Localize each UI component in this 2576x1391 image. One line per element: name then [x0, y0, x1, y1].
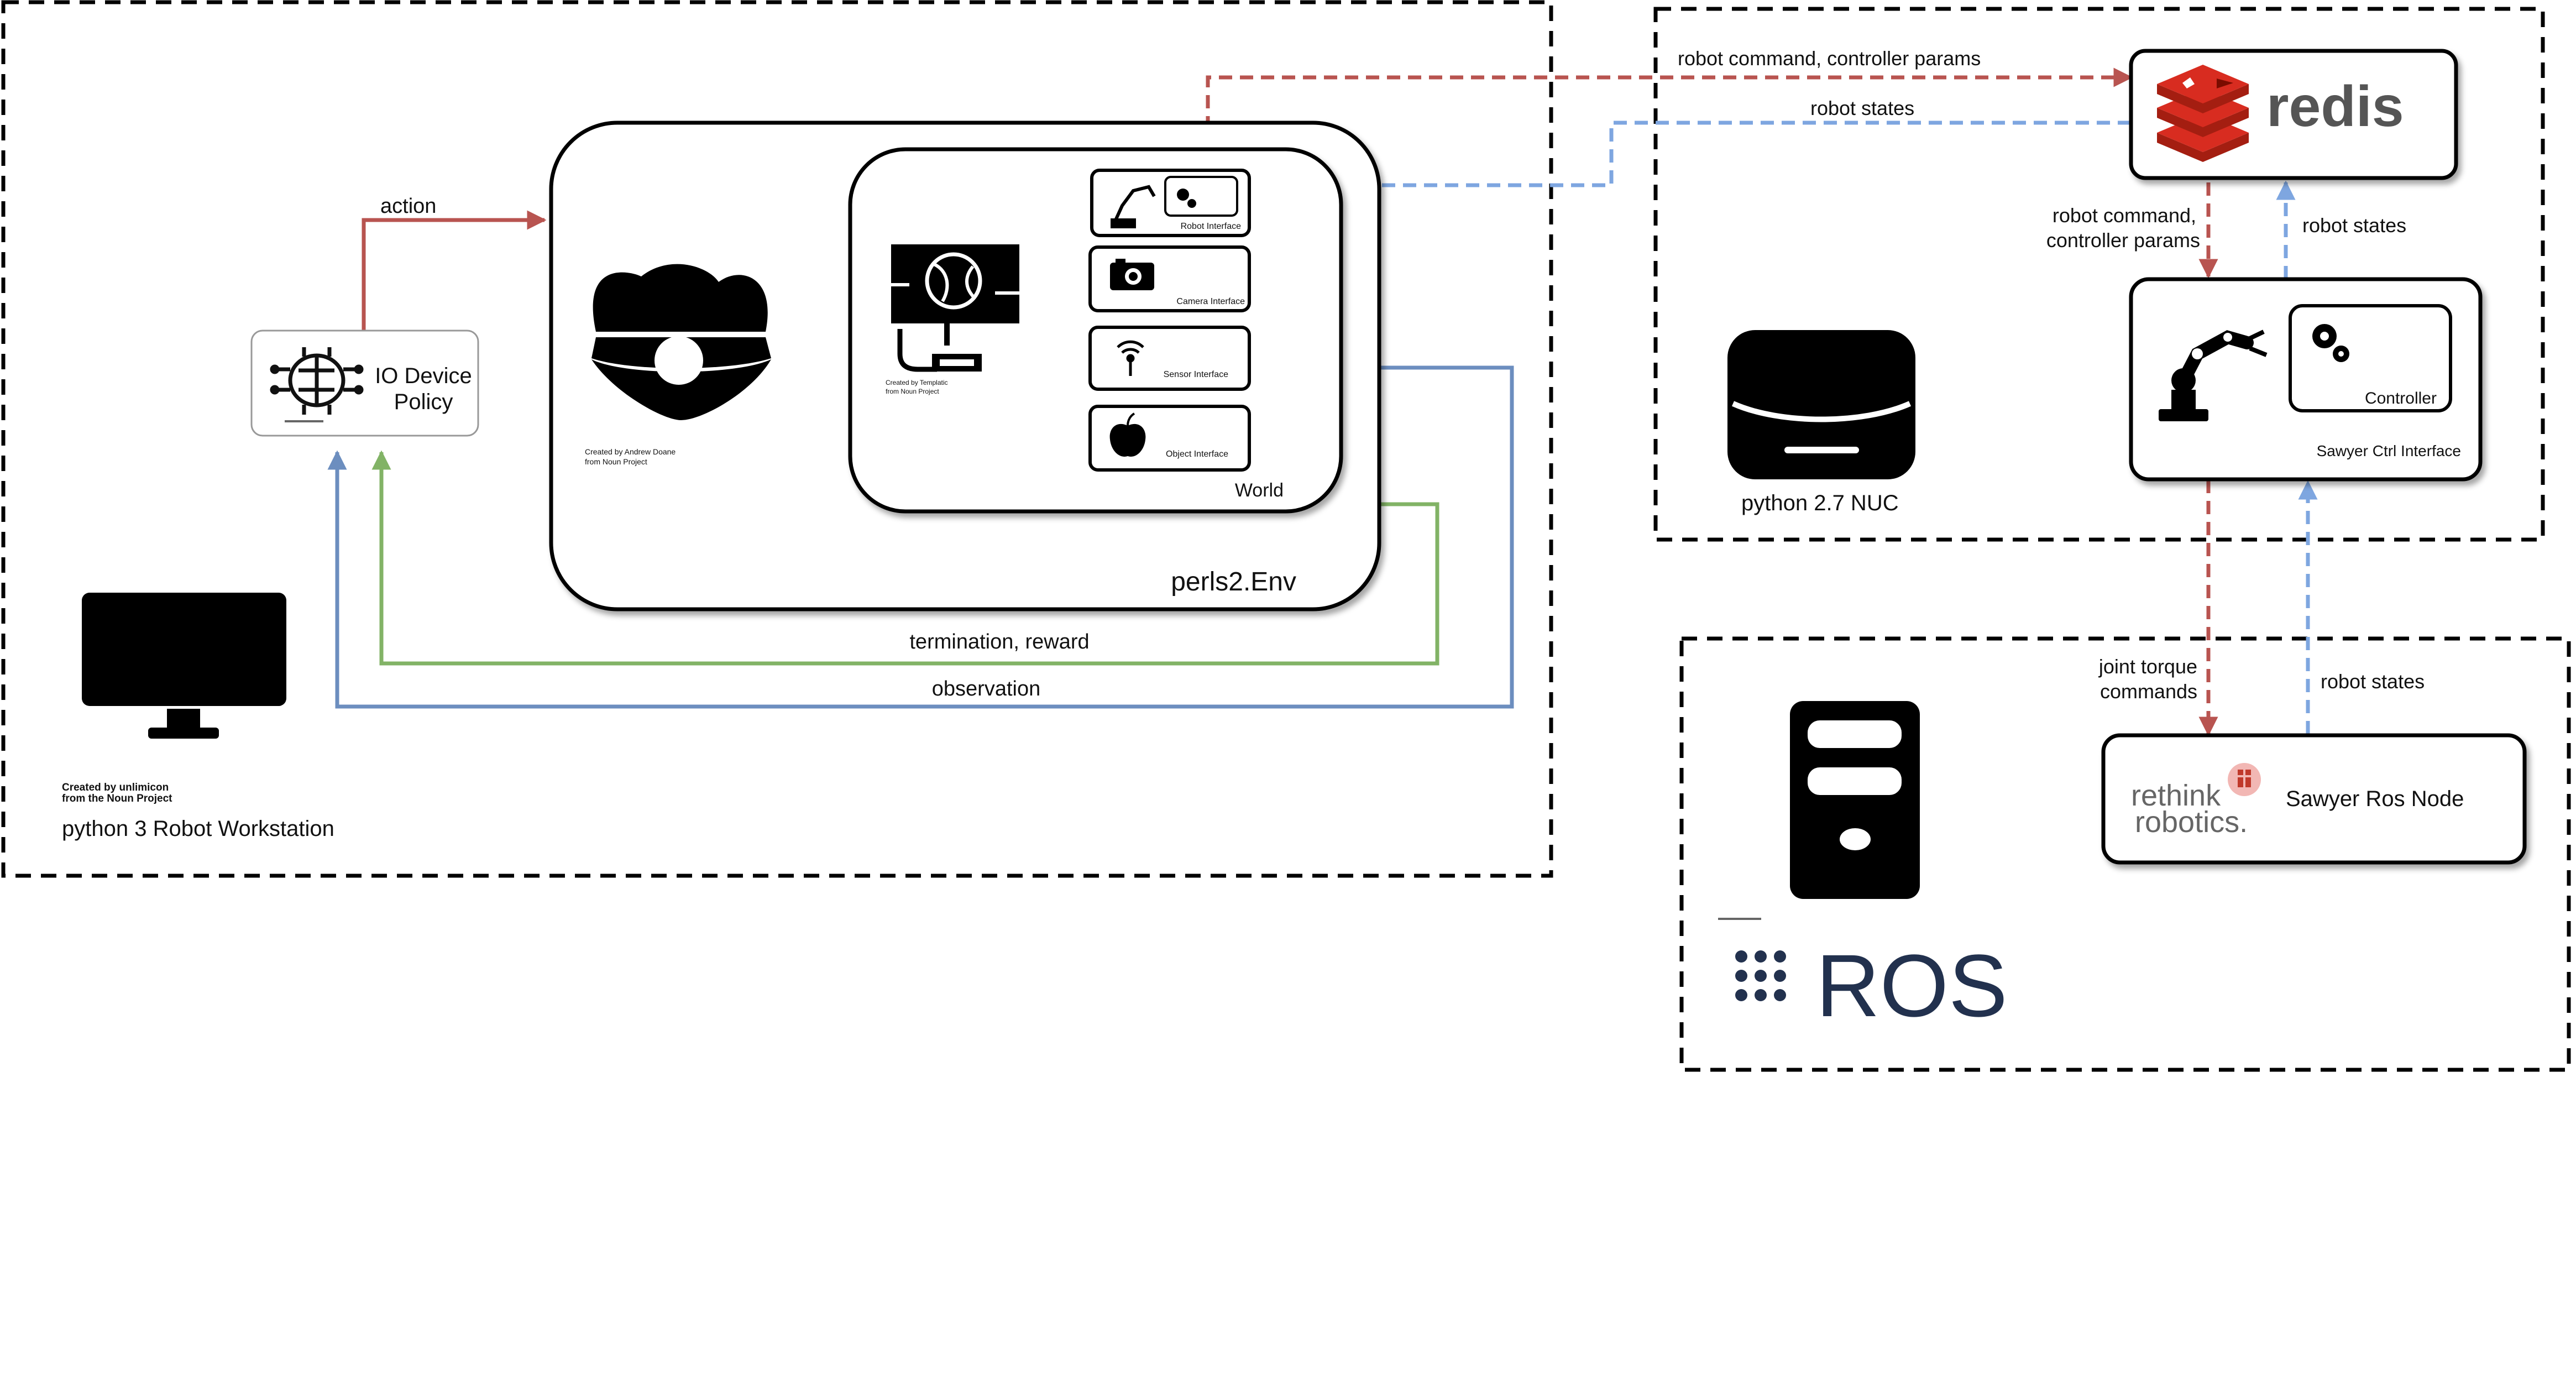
- termination-arrow: [371, 450, 1439, 666]
- controller-label: Controller: [2365, 389, 2437, 407]
- robot-interface-label: Robot Interface: [1181, 222, 1242, 231]
- robot-interface-controller-box: [1164, 176, 1238, 217]
- redis-logo-icon: [2157, 65, 2249, 162]
- globe-monitor-icon: [891, 244, 1019, 372]
- sensor-interface-label: Sensor Interface: [1164, 370, 1229, 379]
- server-credit-mark: [1718, 918, 1761, 920]
- rethink-text-line1: rethink: [2131, 779, 2221, 812]
- mini-pc-icon: [1727, 330, 1915, 479]
- robot-states-ros-label: robot states: [2321, 670, 2425, 693]
- workstation-credit-1: Created by unlimicon: [62, 782, 169, 793]
- sawyer-ros-node-box: [2101, 733, 2527, 865]
- rethink-text-line2: robotics.: [2135, 806, 2248, 839]
- action-label: action: [380, 195, 436, 218]
- env-credit-2: from Noun Project: [585, 457, 647, 466]
- nuc-label: python 2.7 NUC: [1741, 491, 1899, 515]
- world-credit-2: from Noun Project: [886, 388, 939, 395]
- oyster-pearl-icon: [591, 264, 771, 420]
- termination-label: termination, reward: [909, 630, 1089, 653]
- gears-icon: [2312, 324, 2349, 362]
- gear-icon: [1177, 189, 1196, 208]
- workstation-credit-2: from the Noun Project: [62, 793, 172, 804]
- robot-states-arrow: [1255, 121, 2131, 195]
- sawyer-ctrl-label: Sawyer Ctrl Interface: [2317, 442, 2461, 459]
- env-label: perls2.Env: [1171, 567, 1296, 597]
- robot-command-top-label: robot command, controller params: [1678, 47, 1981, 70]
- env-credit-1: Created by Andrew Doane: [585, 447, 676, 456]
- brain-circuit-icon: [270, 347, 364, 415]
- wifi-signal-icon: [1117, 340, 1144, 376]
- workstation-monitor-icon: [82, 593, 286, 739]
- policy-credit-mark: [285, 420, 323, 422]
- robot-command-label-line1: robot command,: [2053, 204, 2196, 227]
- redis-label: redis: [2266, 75, 2404, 139]
- world-label: World: [1235, 480, 1284, 501]
- ros-dots-icon: [1735, 950, 1786, 1001]
- server-tower-icon: [1790, 701, 1920, 899]
- robot-states-right-label: robot states: [2302, 214, 2406, 237]
- workstation-label: python 3 Robot Workstation: [62, 817, 334, 841]
- observation-arrow: [327, 365, 1514, 709]
- robot-command-label-line2: controller params: [2046, 229, 2200, 252]
- joint-torque-label-line2: commands: [2100, 680, 2197, 703]
- ros-region: [1679, 636, 2571, 1072]
- policy-label-line2: Policy: [394, 390, 453, 414]
- robot-arm-icon: [1111, 185, 1156, 228]
- workstation-region: [1, 0, 1553, 878]
- sawyer-ros-node-label: Sawyer Ros Node: [2286, 787, 2464, 811]
- rethink-robotics-logo-icon: [2228, 763, 2261, 796]
- policy-label-line1: IO Device: [375, 364, 472, 388]
- camera-icon: [1110, 259, 1154, 290]
- joint-torque-label-line1: joint torque: [2098, 655, 2197, 678]
- object-interface-label: Object Interface: [1166, 449, 1228, 459]
- observation-label: observation: [932, 677, 1040, 700]
- camera-interface-label: Camera Interface: [1176, 297, 1245, 306]
- sawyer-arm-icon: [2159, 330, 2268, 421]
- nuc-region: [1653, 7, 2545, 542]
- robot-states-top-label: robot states: [1810, 97, 1914, 119]
- ros-logo-text: ROS: [1816, 936, 2008, 1035]
- sensor-interface-box: [1088, 326, 1251, 391]
- action-arrow: [362, 210, 547, 332]
- apple-icon: [1109, 412, 1146, 457]
- world-credit-1: Created by Templatic: [886, 379, 948, 386]
